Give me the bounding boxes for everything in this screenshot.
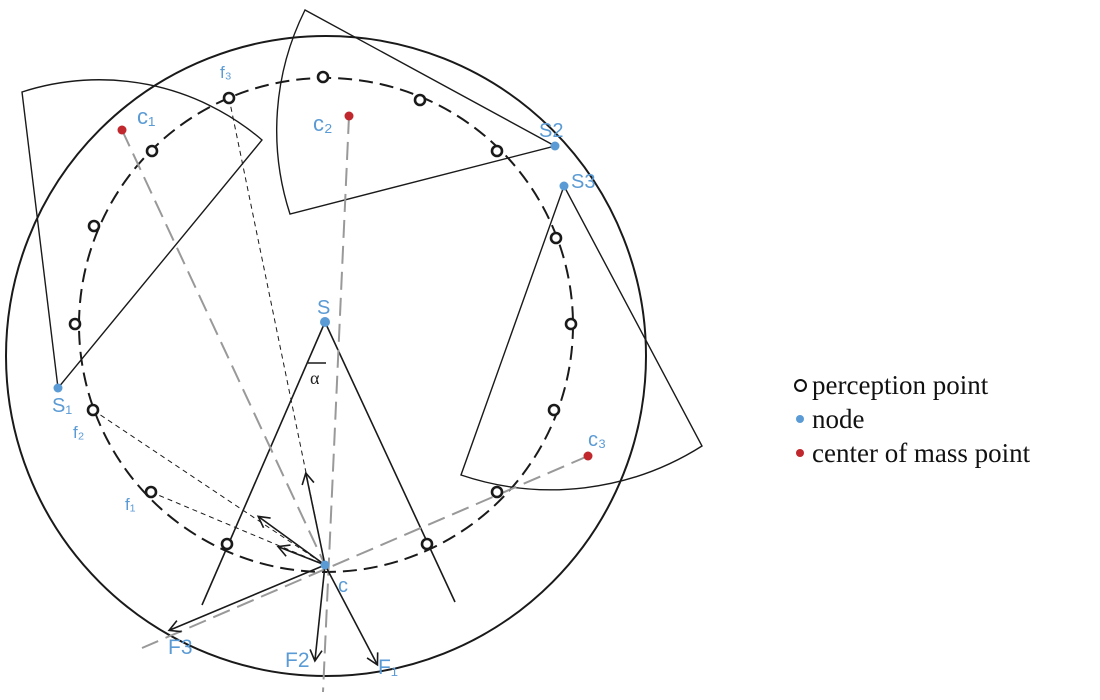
sector-s-right-edge bbox=[324, 321, 456, 603]
label-F3: F3 bbox=[168, 636, 193, 659]
perception-point bbox=[144, 485, 158, 499]
sector-s2 bbox=[276, 9, 557, 215]
label-F2: F2 bbox=[285, 649, 310, 672]
force-arrow-f1 bbox=[324, 564, 379, 667]
label-f1: f₁ bbox=[125, 495, 136, 514]
perception-point bbox=[490, 144, 504, 158]
perception-points bbox=[68, 70, 578, 551]
label-s2: S2 bbox=[539, 120, 563, 142]
perception-point bbox=[222, 91, 236, 105]
perception-point bbox=[145, 144, 159, 158]
label-c3: c₃ bbox=[588, 429, 606, 451]
mass-point-icon bbox=[788, 441, 812, 465]
node-icon bbox=[788, 407, 812, 431]
perception-point bbox=[220, 537, 234, 551]
label-F1: F₁ bbox=[378, 656, 398, 679]
legend-mass-label: center of mass point bbox=[812, 437, 1031, 468]
perception-point bbox=[549, 231, 563, 245]
perception-point bbox=[547, 403, 561, 417]
label-s: S bbox=[317, 297, 330, 319]
mass-point-c1 bbox=[117, 125, 127, 135]
legend-node-label: node bbox=[812, 403, 865, 434]
dash-line-c1 bbox=[121, 129, 326, 566]
dash-line-f2 bbox=[92, 409, 326, 566]
label-s3: S3 bbox=[571, 171, 595, 193]
legend: perception point node center of mass poi… bbox=[788, 368, 1098, 470]
legend-row-perception: perception point bbox=[788, 368, 1098, 402]
sector-s3 bbox=[460, 184, 703, 491]
legend-row-mass: center of mass point bbox=[788, 436, 1098, 470]
reverse-arrow-1 bbox=[256, 515, 326, 566]
mass-point-c3 bbox=[583, 451, 593, 461]
label-c: c bbox=[338, 575, 348, 597]
dash-line-c3 bbox=[141, 455, 589, 649]
node-s2 bbox=[550, 141, 560, 151]
label-s1: S₁ bbox=[52, 395, 72, 417]
mass-point-c2 bbox=[344, 111, 354, 121]
legend-perception-label: perception point bbox=[812, 369, 989, 400]
perception-point bbox=[87, 219, 101, 233]
nodes bbox=[53, 141, 569, 570]
mass-points bbox=[117, 111, 593, 461]
label-f3: f₃ bbox=[220, 63, 232, 82]
perception-point bbox=[420, 537, 434, 551]
sector-s1 bbox=[21, 79, 263, 390]
perception-point bbox=[86, 403, 100, 417]
label-c1: c₁ bbox=[137, 104, 155, 129]
reverse-arrow-2 bbox=[276, 544, 326, 566]
perception-point bbox=[490, 485, 504, 499]
node-s1 bbox=[53, 383, 63, 393]
force-arrow-f2 bbox=[309, 564, 326, 663]
perception-point bbox=[68, 317, 82, 331]
perception-point bbox=[316, 70, 330, 84]
resultant-arrow bbox=[301, 471, 326, 566]
node-s bbox=[320, 317, 330, 327]
outer-region-circle bbox=[5, 35, 647, 677]
perception-point bbox=[564, 317, 578, 331]
label-f2: f₂ bbox=[73, 423, 84, 442]
node-s3 bbox=[559, 181, 569, 191]
label-alpha: α bbox=[310, 368, 320, 388]
label-c2: c₂ bbox=[313, 111, 333, 136]
sector-s-left-edge bbox=[201, 321, 326, 606]
legend-row-node: node bbox=[788, 402, 1098, 436]
force-arrow-f3 bbox=[167, 564, 326, 633]
dash-line-c2 bbox=[322, 115, 350, 693]
perception-point-icon bbox=[788, 373, 812, 397]
perception-point bbox=[413, 93, 427, 107]
node-c bbox=[320, 560, 330, 570]
